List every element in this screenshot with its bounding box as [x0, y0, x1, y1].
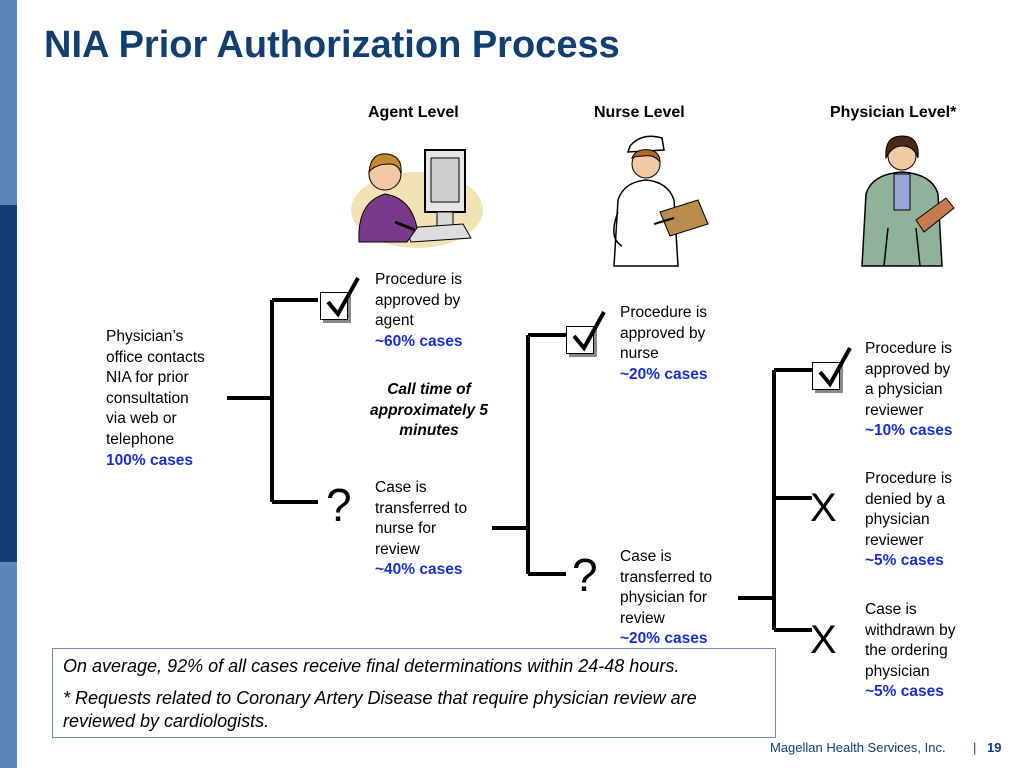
denied-x-icon: X [810, 486, 837, 530]
physician-approved-check-icon [812, 347, 852, 390]
start-cases: 100% cases [106, 451, 194, 469]
footer-company: Magellan Health Services, Inc. [770, 740, 946, 755]
withdrawn-x-icon: X [810, 618, 837, 662]
physician-level-heading: Physician Level* [830, 104, 957, 121]
agent-approved-check-icon [320, 277, 360, 320]
agent-approved-cases: ~60% cases [375, 332, 463, 350]
nurse-with-clipboard-illustration [613, 135, 709, 267]
nurse-approved-cases: ~20% cases [620, 365, 708, 383]
nurse-transfer-question-icon: ? [572, 549, 598, 601]
page-title: NIA Prior Authorization Process [44, 24, 620, 66]
notes-box: On average, 92% of all cases receive fin… [52, 648, 776, 738]
average-note: On average, 92% of all cases receive fin… [63, 656, 680, 676]
agent-level-heading: Agent Level [368, 104, 459, 121]
agent-transfer-question-icon: ? [326, 479, 352, 531]
agent-at-computer-illustration [351, 149, 483, 248]
sidebar-accent [0, 0, 17, 768]
nurse-approved-check-icon [566, 311, 606, 354]
page-number: 19 [987, 740, 1002, 755]
footer-separator: | [973, 740, 977, 755]
physician-withdrawn-cases: ~5% cases [865, 683, 944, 701]
nurse-transfer-cases: ~20% cases [620, 630, 708, 648]
physician-with-clipboard-illustration [861, 135, 955, 267]
physician-denied-cases: ~5% cases [865, 552, 944, 570]
agent-transfer-cases: ~40% cases [375, 561, 463, 579]
nurse-level-heading: Nurse Level [594, 104, 685, 121]
cardiology-note: * Requests related to Coronary Artery Di… [63, 688, 697, 731]
sidebar-accent-dark [0, 205, 17, 562]
physician-approved-cases: ~10% cases [865, 422, 953, 440]
